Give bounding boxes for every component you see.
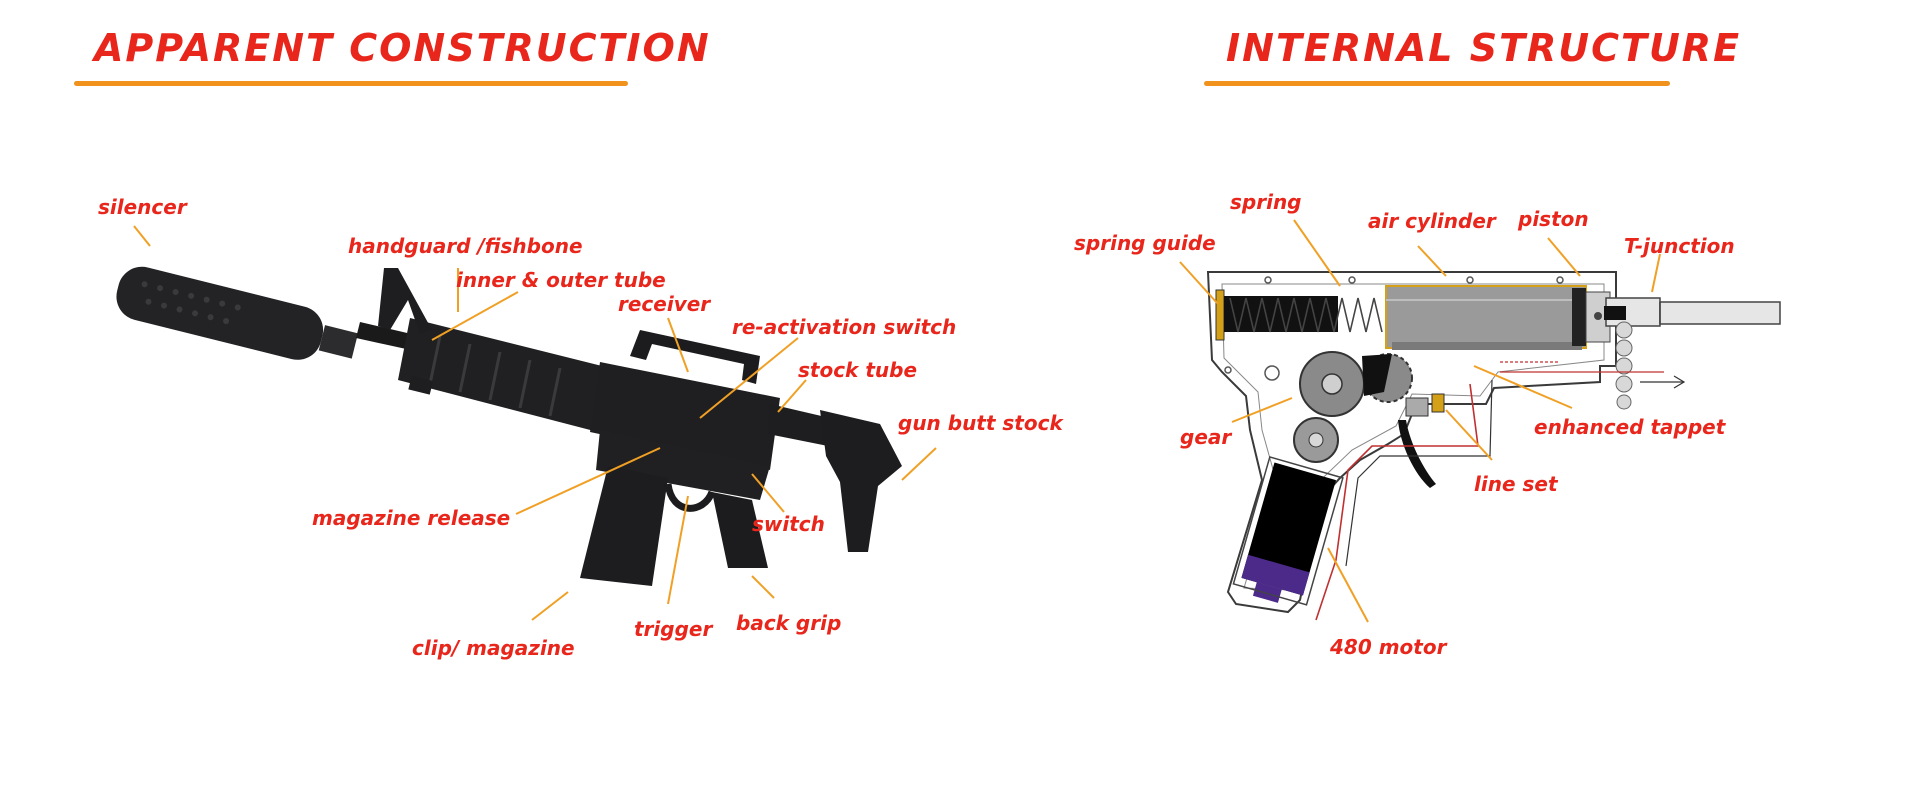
leader-t-junction [1651, 253, 1661, 293]
leader-clip-magazine [531, 591, 569, 621]
leader-line-set [1445, 409, 1493, 461]
gearbox-shell [1206, 271, 1617, 614]
right-title-underline [1204, 81, 1670, 86]
piston-part [1572, 288, 1586, 346]
label-t-junction: T-junction [1624, 234, 1735, 258]
leader-reactivation-switch [699, 337, 799, 419]
rifle-stock-tube [768, 404, 830, 446]
rifle-handguard [398, 318, 610, 432]
right-panel-title: INTERNAL STRUCTURE [1226, 26, 1742, 70]
rifle-butt-stock [820, 410, 902, 552]
rifle-silencer [116, 266, 324, 360]
label-spring: spring [1230, 190, 1302, 214]
leader-piston [1547, 237, 1581, 277]
leader-spring-guide [1179, 261, 1219, 305]
rifle-pistol-grip [712, 492, 768, 568]
label-motor-480: 480 motor [1330, 635, 1447, 659]
gear-part [1293, 351, 1413, 463]
leader-gun-butt-stock [901, 447, 937, 481]
label-clip-magazine: clip/ magazine [412, 636, 575, 660]
label-air-cylinder: air cylinder [1368, 209, 1496, 233]
label-receiver: receiver [618, 292, 711, 316]
label-piston: piston [1518, 207, 1589, 231]
rifle-magazine [580, 466, 668, 586]
leader-spring [1293, 219, 1341, 287]
label-spring-guide: spring guide [1074, 231, 1216, 255]
leader-back-grip [751, 575, 775, 599]
leader-magazine-release [515, 447, 661, 515]
label-back-grip: back grip [736, 611, 842, 635]
label-gun-butt-stock: gun butt stock [898, 411, 1063, 435]
leader-silencer [133, 225, 151, 247]
label-enhanced-tappet: enhanced tappet [1534, 415, 1726, 439]
rifle-receiver [590, 362, 780, 470]
leader-gear [1231, 397, 1293, 423]
rifle-barrel [356, 322, 420, 352]
leader-receiver [667, 317, 689, 373]
leader-switch [751, 473, 785, 513]
leader-inner-outer-tube [431, 291, 519, 341]
left-panel-title: APPARENT CONSTRUCTION [94, 26, 711, 70]
spring-part [1229, 297, 1383, 333]
label-stock-tube: stock tube [798, 358, 918, 382]
label-magazine-release: magazine release [312, 506, 511, 530]
leader-air-cylinder [1417, 245, 1447, 277]
label-reactivation-switch: re-activation switch [732, 315, 957, 339]
label-inner-outer-tube: inner & outer tube [456, 268, 666, 292]
leader-stock-tube [777, 379, 807, 413]
rifle-carry-handle [630, 330, 760, 384]
label-trigger: trigger [634, 617, 713, 641]
rifle-front-sight [378, 268, 432, 334]
line-set-part [1405, 397, 1429, 417]
label-silencer: silencer [98, 195, 187, 219]
left-title-underline [74, 81, 628, 86]
leader-motor-480 [1327, 547, 1369, 623]
trigger-part [1398, 420, 1436, 488]
label-gear: gear [1180, 425, 1232, 449]
label-handguard: handguard /fishbone [348, 234, 583, 258]
leader-enhanced-tappet [1473, 365, 1573, 409]
motor-480-part [1232, 456, 1344, 606]
label-switch: switch [752, 512, 825, 536]
leader-trigger [667, 495, 689, 605]
label-line-set: line set [1474, 472, 1558, 496]
